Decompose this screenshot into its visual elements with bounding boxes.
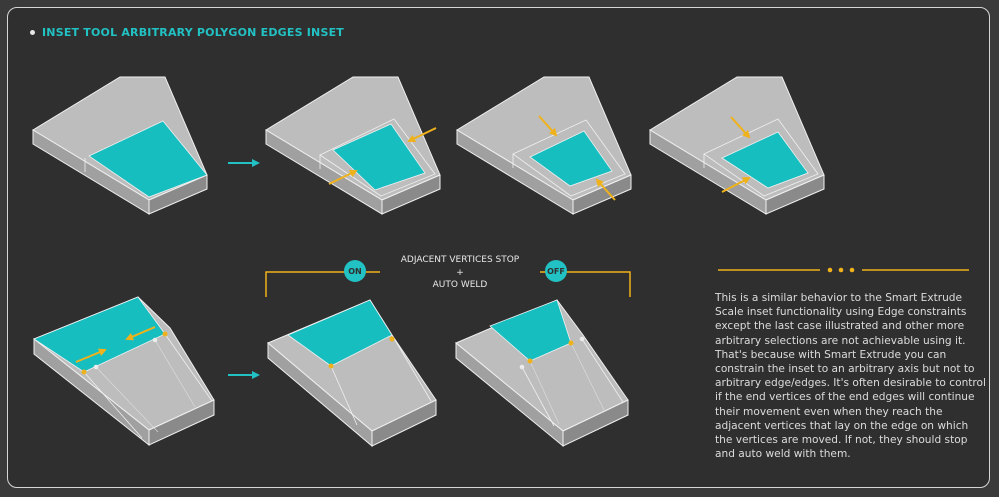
label-mask bbox=[380, 262, 540, 292]
adjacent-vertices-label: ADJACENT VERTICES STOP + AUTO WELD bbox=[380, 254, 540, 292]
slab-row1-4 bbox=[649, 76, 825, 215]
slab-row2-3 bbox=[455, 299, 629, 448]
label-line-2: + bbox=[456, 267, 464, 278]
divider-dots-icon bbox=[718, 267, 969, 273]
section-title: INSET TOOL ARBITRARY POLYGON EDGES INSET bbox=[42, 26, 344, 39]
label-line-1: ADJACENT VERTICES STOP bbox=[400, 255, 520, 265]
slab-row2-1 bbox=[33, 296, 215, 447]
bullet-icon bbox=[30, 30, 35, 35]
description-text: This is a similar behavior to the Smart … bbox=[715, 292, 986, 461]
slab-row2-2 bbox=[267, 299, 437, 448]
off-badge: OFF bbox=[545, 260, 567, 282]
on-badge: ON bbox=[344, 260, 366, 282]
slab-row1-3 bbox=[456, 76, 632, 215]
label-line-3: AUTO WELD bbox=[432, 280, 488, 290]
slab-row1-1 bbox=[32, 76, 208, 215]
section-header: INSET TOOL ARBITRARY POLYGON EDGES INSET bbox=[30, 26, 344, 39]
slab-row1-2 bbox=[265, 76, 441, 215]
